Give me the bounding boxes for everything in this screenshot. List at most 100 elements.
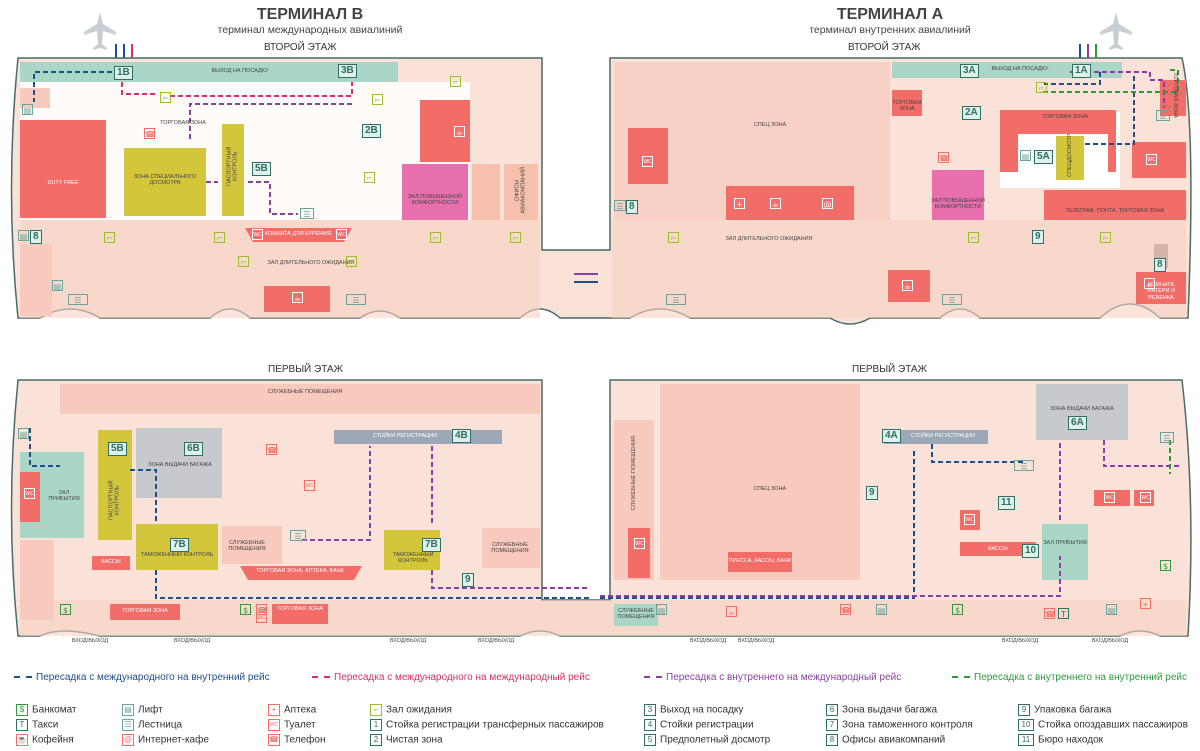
legend-label: Зона выдачи багажа [842, 704, 938, 716]
marker-5a[interactable]: 5A [1034, 150, 1053, 164]
exit-label[interactable]: ВХОД/ВЫХОД [71, 638, 109, 644]
internet-cafe-icon: @ [122, 734, 134, 746]
terminal-a-title: ТЕРМИНАЛ А [836, 6, 944, 23]
spec-zone-a-bottom-label: СПЕЦ ЗОНА [753, 486, 787, 492]
gate-label-b: ВЫХОД НА ПОСАДКУ [211, 68, 269, 74]
marker-9-first[interactable]: 9 [866, 486, 878, 500]
exit-label[interactable]: ВХОД/ВЫХОД [689, 638, 727, 644]
marker-3b[interactable]: 3B [338, 64, 357, 78]
toilet-icon: WC [304, 480, 315, 491]
phone-icon: ☎ [938, 152, 949, 163]
exit-label[interactable]: ВХОД/ВЫХОД [389, 638, 427, 644]
shop-b2-label: ТОРГОВАЯ ЗОНА [277, 606, 323, 612]
comfort-a-label: ЗАЛ ПОВЫШЕННОЙ КОМФОРТНОСТИ [931, 198, 985, 211]
service-mid-label: СЛУЖЕБНЫЕ ПОМЕЩЕНИЯ [630, 435, 637, 511]
terminal-b-title: ТЕРМИНАЛ B [256, 6, 364, 23]
toilet-icon: WC [964, 514, 975, 525]
waiting-icon: ⌐ [510, 232, 521, 243]
shop-zone-a3-label: ТОРГОВАЯ ЗОНА [1042, 114, 1088, 120]
marker-2a[interactable]: 2A [962, 106, 981, 120]
route-legend-purple: Пересадка с внутреннего на международный… [644, 672, 901, 683]
number-6-icon: 6 [826, 704, 838, 716]
marker-7b[interactable]: 7B [422, 538, 441, 552]
marker-10[interactable]: 10 [1022, 544, 1040, 558]
terminal-b-header: ТЕРМИНАЛ B терминал международных авиали… [210, 6, 410, 36]
marker-9-first[interactable]: 9 [462, 573, 474, 587]
legend-internet: @Интернет-кафе [122, 734, 209, 746]
service-b-label: СЛУЖЕБНЫЕ ПОМЕЩЕНИЯ [267, 389, 343, 395]
marker-7b[interactable]: 7B [170, 538, 189, 552]
legend-label: Банкомат [32, 704, 77, 716]
legend-label: Зал ожидания [386, 704, 452, 716]
number-1-icon: 1 [370, 719, 382, 731]
elevator-icon: ▤ [18, 230, 29, 241]
marker-6b[interactable]: 6B [184, 442, 203, 456]
route-legend-pink: Пересадка с международного на международ… [312, 672, 590, 683]
marker-4a[interactable]: 4A [882, 429, 901, 443]
legend-coffee: ☕Кофейня [16, 734, 74, 746]
airplane-icon [1100, 12, 1132, 50]
marker-3a[interactable]: 3A [960, 64, 979, 78]
toilet-icon: WC [1146, 154, 1157, 165]
exit-label[interactable]: ВХОД/ВЫХОД [477, 638, 515, 644]
waiting-a-label: ЗАЛ ДЛИТЕЛЬНОГО ОЖИДАНИЯ [725, 236, 813, 242]
marker-8[interactable]: 8 [30, 230, 42, 244]
legend-baggage: 6 Зона выдачи багажа [826, 704, 937, 716]
marker-5b-first[interactable]: 5B [108, 442, 127, 456]
spec-zone-a-label: СПЕЦ ЗОНА [753, 122, 787, 128]
marker-5b[interactable]: 5B [252, 162, 271, 176]
press-label: ПРЕССА, КАССЫ, БАНК [728, 558, 792, 564]
waiting-b-label: ЗАЛ ДЛИТЕЛЬНОГО ОЖИДАНИЯ [267, 260, 355, 266]
elevator-icon: ▤ [52, 280, 63, 291]
toilet-icon: WC [1140, 492, 1151, 503]
airplane-icon [84, 12, 116, 50]
dashed-line-icon [14, 676, 32, 679]
stairs-icon: ☰ [290, 530, 306, 541]
stairs-icon: ☰ [1156, 110, 1170, 121]
waiting-icon: ⌐ [104, 232, 115, 243]
customs-b1-label: ТАМОЖЕННЫЙ КОНТРОЛЬ [140, 552, 214, 558]
exit-label[interactable]: ВХОД/ВЫХОД [737, 638, 775, 644]
floor-label-b-first: ПЕРВЫЙ ЭТАЖ [268, 364, 343, 375]
marker-4b[interactable]: 4B [452, 429, 471, 443]
legend-label: Стойки регистрации [660, 719, 754, 731]
exit-label[interactable]: ВХОД/ВЫХОД [1001, 638, 1039, 644]
number-4-icon: 4 [644, 719, 656, 731]
elevator-icon: ▤ [656, 604, 667, 615]
coffee-icon: ☕ [454, 126, 465, 137]
waiting-icon: ⌐ [450, 76, 461, 87]
marker-8[interactable]: 8 [1154, 258, 1166, 272]
floor-label-b-second: ВТОРОЙ ЭТАЖ [264, 42, 337, 53]
elevator-icon: ▤ [1020, 150, 1031, 161]
legend-label: Телефон [284, 734, 326, 746]
coffee-icon: ☕ [726, 606, 737, 617]
exit-label[interactable]: ВХОД/ВЫХОД [173, 638, 211, 644]
legend-label: Такси [32, 719, 59, 731]
atm-icon: $ [240, 604, 251, 615]
marker-2b[interactable]: 2B [362, 124, 381, 138]
toilet-icon: WC [256, 612, 267, 623]
legend-label: Упаковка багажа [1034, 704, 1112, 716]
special-check-label: ЗОНА СПЕЦИАЛЬНОГО ДОСМОТРА [133, 174, 197, 187]
exit-label[interactable]: ВХОД/ВЫХОД [1091, 638, 1129, 644]
number-5-icon: 5 [644, 734, 656, 746]
telegraph-label: ТЕЛЕГРАФ, ПОЧТА, ТОРГОВАЯ ЗОНА [1065, 208, 1165, 214]
marker-1b[interactable]: 1B [114, 66, 133, 80]
marker-8[interactable]: 8 [626, 200, 638, 214]
route-label: Пересадка с международного на внутренний… [36, 672, 270, 683]
marker-11[interactable]: 11 [998, 496, 1015, 510]
legend-label: Зона таможенного контроля [842, 719, 973, 731]
marker-6a[interactable]: 6A [1068, 416, 1087, 430]
marker-9[interactable]: 9 [1032, 230, 1044, 244]
marker-1a[interactable]: 1A [1072, 64, 1091, 78]
coffee-icon: ☕ [1144, 278, 1155, 289]
mother-child-label: КОМНАТА МАТЕРИ И РЕБЕНКА [1147, 282, 1175, 301]
toilet-icon: WC [634, 538, 645, 549]
toilet-icon: WC [336, 229, 347, 240]
waiting-icon: ⌐ [1100, 232, 1111, 243]
